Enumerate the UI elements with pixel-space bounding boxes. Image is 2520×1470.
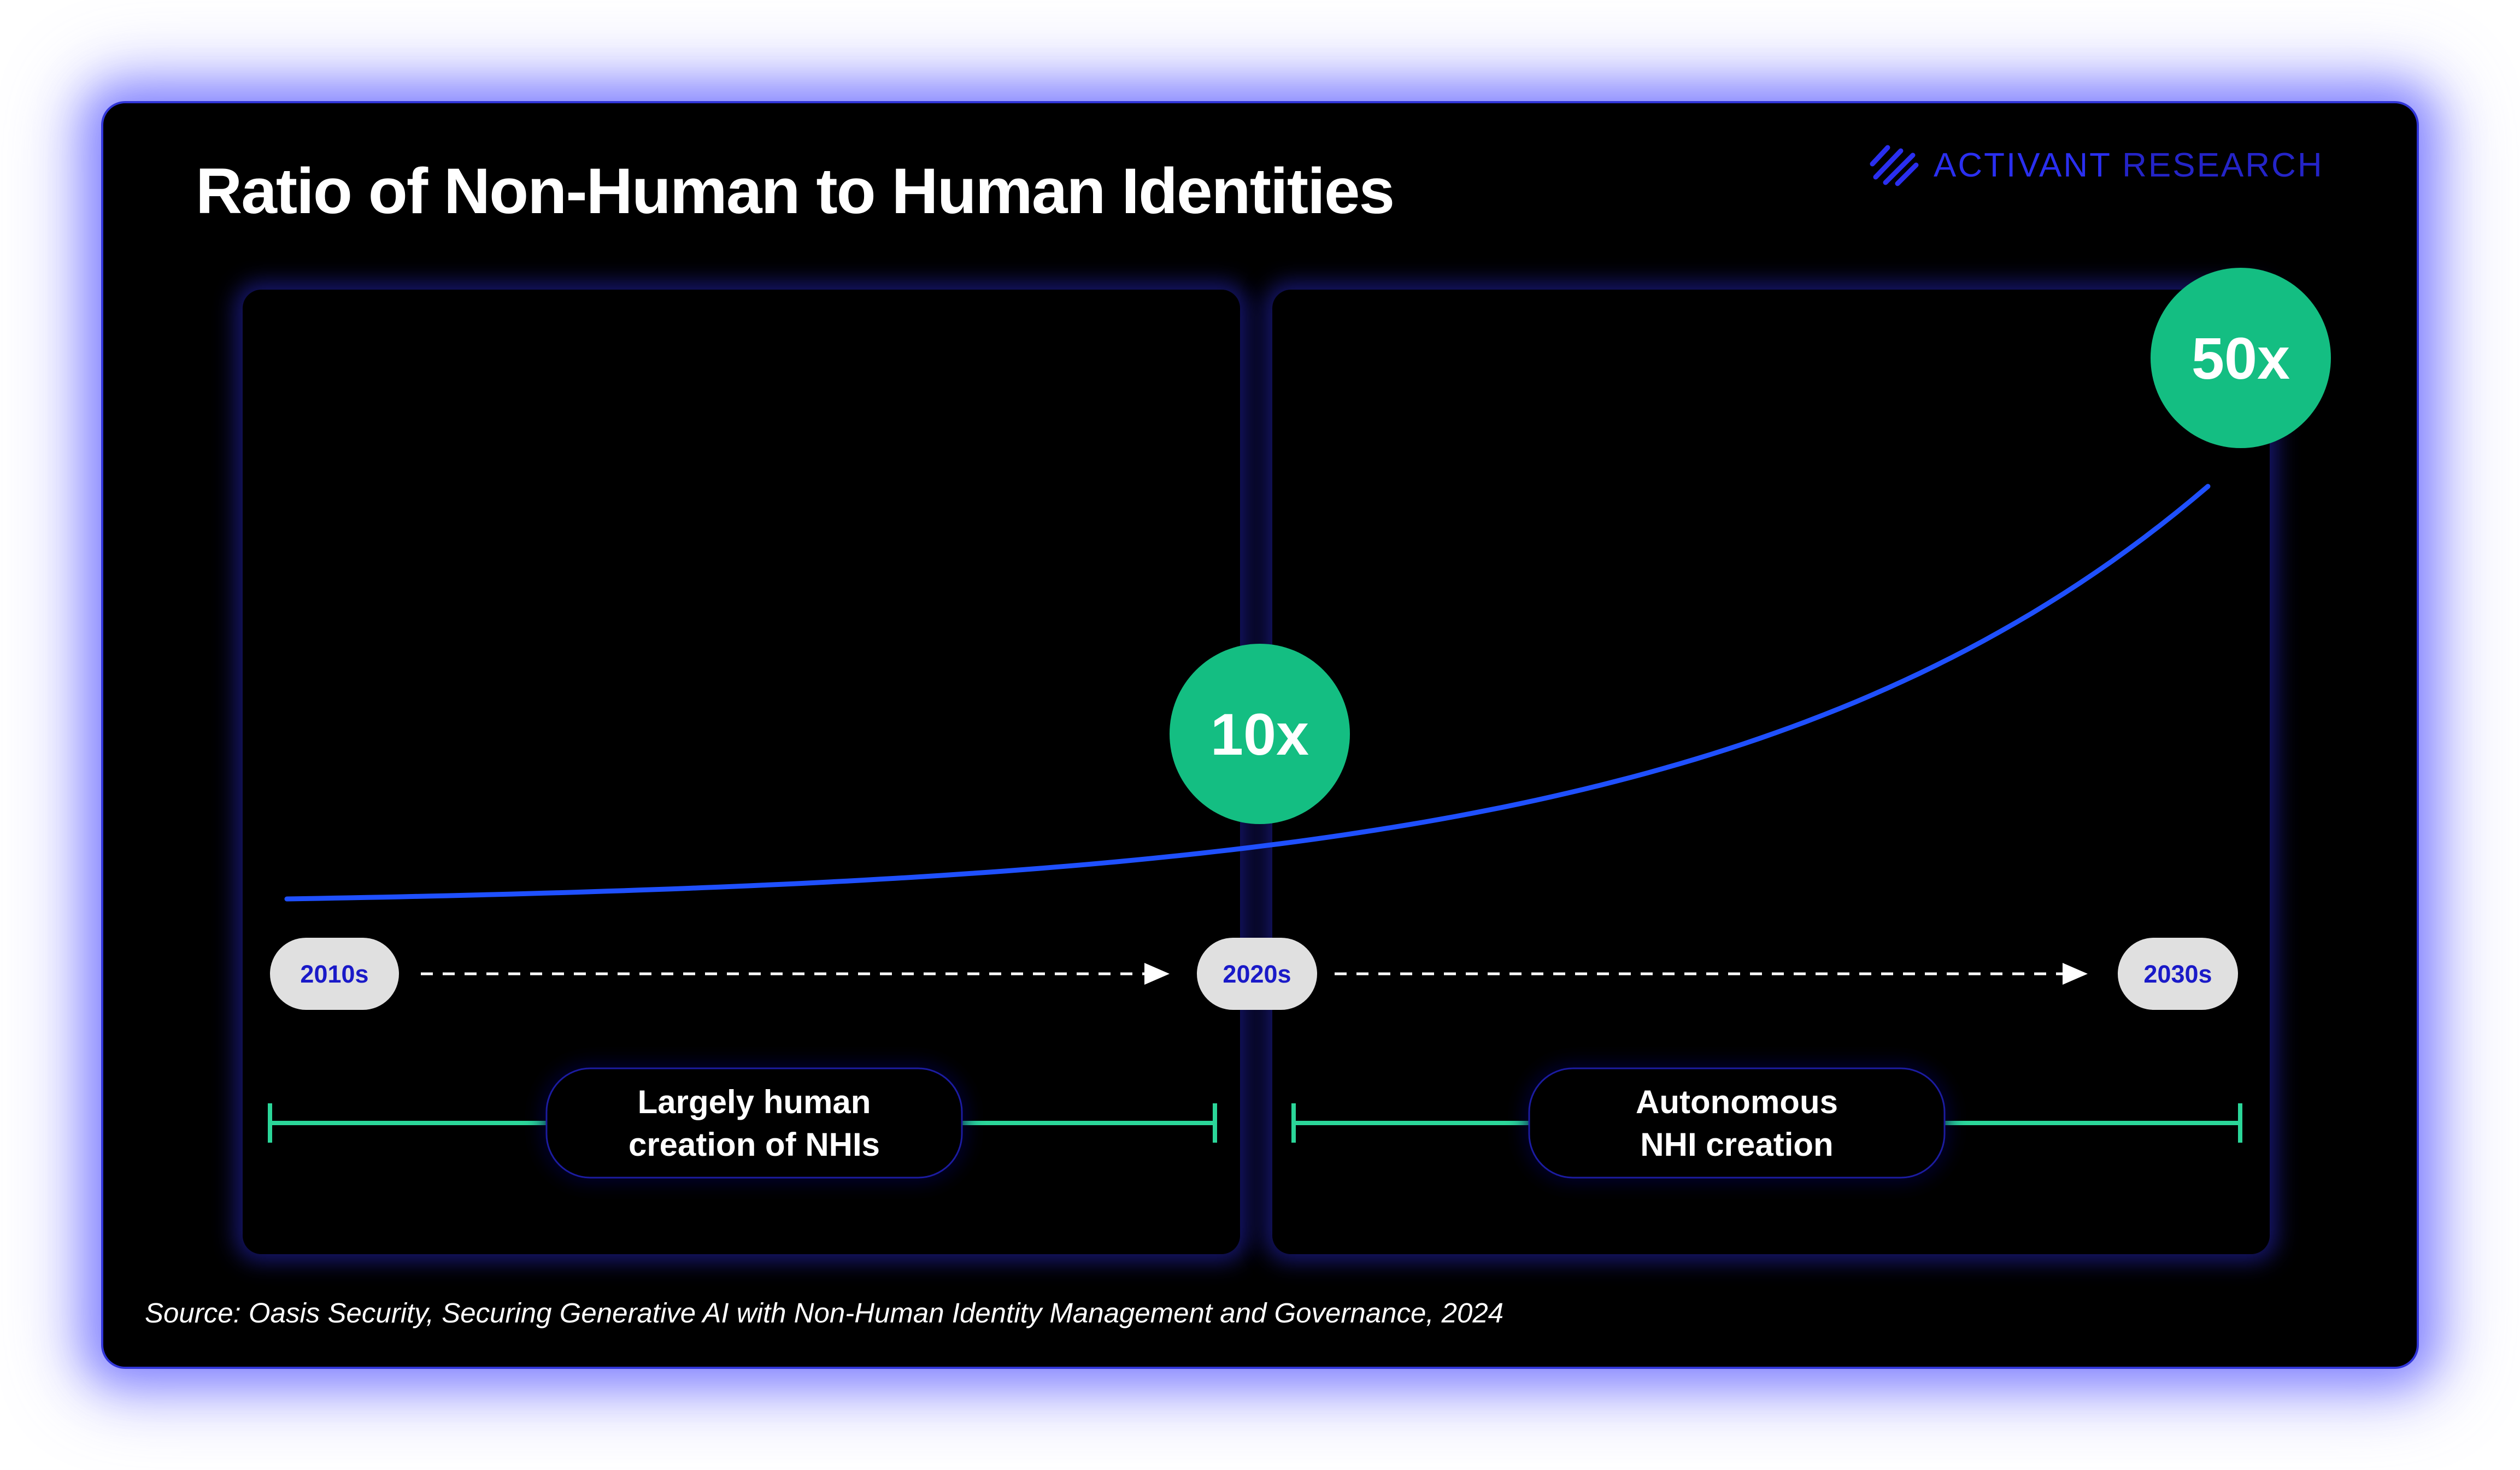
period-label: 2020s [1223, 960, 1291, 988]
multiplier-badge [1170, 644, 1350, 824]
phase-label-line1: Largely human [638, 1084, 871, 1120]
period-label: 2010s [300, 960, 368, 988]
arrowhead-icon [1144, 963, 1170, 985]
phase-label-box [1528, 1067, 1946, 1179]
ratio-curve-line [284, 484, 2211, 902]
phase-label-box [545, 1067, 963, 1179]
brand-logo: ACTIVANT RESEARCH [1869, 143, 2324, 187]
arrowhead-icon [2063, 963, 2088, 985]
chart-title: Ratio of Non-Human to Human Identities [196, 155, 1395, 227]
phase-label-line2: NHI creation [1640, 1126, 1833, 1163]
brand-subname: RESEARCH [2122, 146, 2324, 184]
multiplier-label: 50x [2192, 325, 2290, 391]
period-pill [2118, 938, 2238, 1010]
phase-label-line1: Autonomous [1636, 1084, 1838, 1120]
multiplier-label: 10x [1211, 701, 1309, 767]
activant-stripes-icon [1870, 145, 1919, 186]
period-pill [1197, 938, 1317, 1010]
multiplier-badge [2151, 268, 2331, 448]
source-note: Source: Oasis Security, Securing Generat… [145, 1297, 1504, 1328]
period-label: 2030s [2143, 960, 2212, 988]
brand-name: ACTIVANT [1934, 146, 2111, 184]
phase-label-line2: creation of NHIs [628, 1126, 880, 1163]
period-pill [270, 938, 399, 1010]
